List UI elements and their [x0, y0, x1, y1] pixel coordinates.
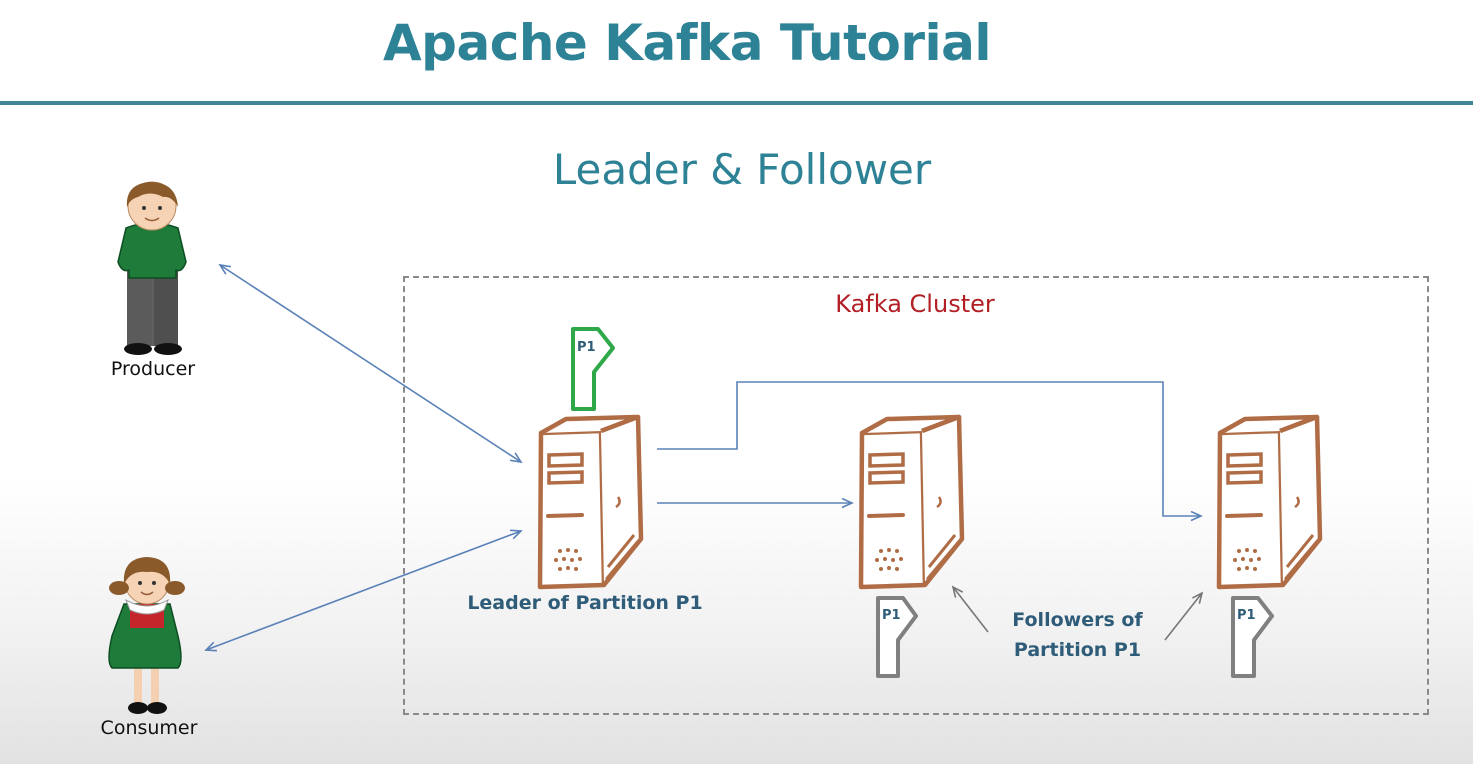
follower-partition-tag-2-label: P1: [1237, 608, 1256, 623]
leader-server-icon: [540, 417, 641, 587]
follower-server-2-icon: [1219, 417, 1320, 587]
kafka-cluster-box: [403, 276, 1429, 715]
replication-arrow-follower-2: [657, 381, 1201, 516]
follower-partition-tag-2: P1: [1231, 596, 1274, 678]
title-divider: [0, 101, 1473, 105]
leader-caption: Leader of Partition P1: [467, 592, 703, 614]
followers-pointer-arrow-1: [953, 587, 989, 633]
follower-partition-tag-1-label: P1: [882, 608, 901, 623]
kafka-cluster-label: Kafka Cluster: [835, 290, 995, 318]
slide-subtitle: Leader & Follower: [552, 145, 932, 194]
consumer-figure: [108, 557, 185, 714]
producer-leader-arrow: [220, 265, 521, 462]
producer-figure: [117, 181, 187, 355]
page-title: Apache Kafka Tutorial: [382, 14, 992, 72]
consumer-leader-arrow: [206, 531, 521, 650]
followers-caption-line2: Partition P1: [1013, 639, 1142, 661]
followers-caption-line1: Followers of: [1012, 609, 1143, 631]
consumer-label: Consumer: [100, 717, 198, 739]
leader-partition-tag-label: P1: [577, 340, 596, 355]
leader-partition-tag: P1: [571, 327, 615, 411]
producer-label: Producer: [110, 358, 196, 380]
follower-server-1-icon: [861, 417, 962, 587]
follower-partition-tag-1: P1: [876, 596, 918, 678]
followers-pointer-arrow-2: [1164, 593, 1202, 641]
followers-caption: Followers of Partition P1: [995, 605, 1160, 665]
